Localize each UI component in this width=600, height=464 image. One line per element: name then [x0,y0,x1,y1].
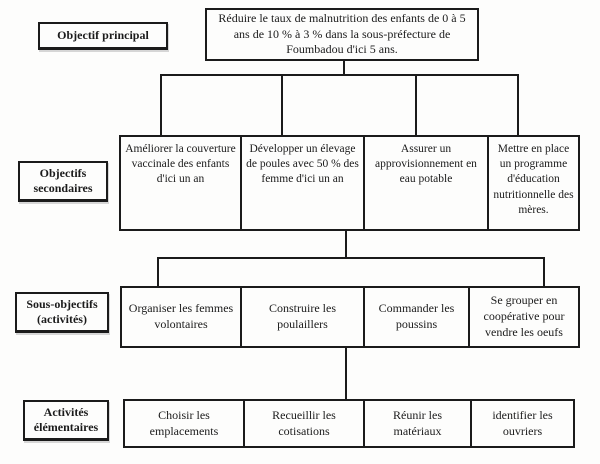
connector-main-stub [343,60,345,76]
sub-objective-box-1: Organiser les femmes volontaires [120,286,242,348]
secondary-objective-box-4: Mettre en place un programme d'éducation… [487,135,580,231]
connector-secondary-drop-4 [517,74,519,137]
secondary-objective-4-text: Mettre en place un programme d'éducation… [493,143,574,216]
elementary-activity-1-text: Choisir les emplacements [149,407,219,438]
connector-secondary-drop-2 [281,74,283,137]
sub-objective-2-text: Construire les poulaillers [269,301,336,331]
connector-sub-drop-left [157,257,159,288]
connector-sub-stub [345,229,347,259]
connector-secondary-rail [160,74,519,76]
elementary-activity-2-text: Recueillir les cotisations [272,407,336,438]
secondary-objective-2-text: Développer un élevage de poules avec 50 … [246,143,359,186]
label-sous-objectifs-text: Sous-objectifs (activités) [26,297,98,326]
connector-sub-rail [157,257,545,259]
sub-objective-box-3: Commander les poussins [363,286,470,348]
elementary-activity-3-text: Réunir les matériaux [393,407,442,438]
secondary-objective-box-3: Assurer un approvisionnement en eau pota… [363,135,489,231]
label-objectif-principal: Objectif principal [38,22,168,50]
sub-objective-1-text: Organiser les femmes volontaires [128,301,234,331]
secondary-objective-1-text: Améliorer la couverture vaccinale des en… [125,143,236,186]
connector-elementary-stub [345,346,347,401]
elementary-activity-box-3: Réunir les matériaux [363,399,472,448]
secondary-objective-3-text: Assurer un approvisionnement en eau pota… [375,143,477,186]
label-objectif-principal-text: Objectif principal [57,28,149,42]
label-sous-objectifs: Sous-objectifs (activités) [15,292,109,333]
elementary-activity-box-2: Recueillir les cotisations [243,399,365,448]
secondary-objective-box-1: Améliorer la couverture vaccinale des en… [119,135,242,231]
label-objectifs-secondaires-text: Objectifs secondaires [33,166,93,195]
label-activites-elementaires: Activités élémentaires [23,400,109,441]
elementary-activity-box-1: Choisir les emplacements [123,399,245,448]
sub-objective-box-4: Se grouper en coopérative pour vendre le… [468,286,580,348]
elementary-activity-box-4: identifier les ouvriers [470,399,575,448]
connector-secondary-drop-1 [160,74,162,137]
label-activites-elementaires-text: Activités élémentaires [33,405,99,434]
elementary-activity-4-text: identifier les ouvriers [492,407,553,438]
sub-objective-box-2: Construire les poulaillers [240,286,365,348]
sub-objective-4-text: Se grouper en coopérative pour vendre le… [483,293,565,339]
main-objective-box: Réduire le taux de malnutrition des enfa… [205,8,479,61]
secondary-objective-box-2: Développer un élevage de poules avec 50 … [240,135,365,231]
sub-objective-3-text: Commander les poussins [378,301,455,331]
connector-sub-drop-right [543,257,545,288]
label-objectifs-secondaires: Objectifs secondaires [18,161,108,202]
main-objective-text: Réduire le taux de malnutrition des enfa… [218,10,466,57]
connector-secondary-drop-3 [415,74,417,137]
